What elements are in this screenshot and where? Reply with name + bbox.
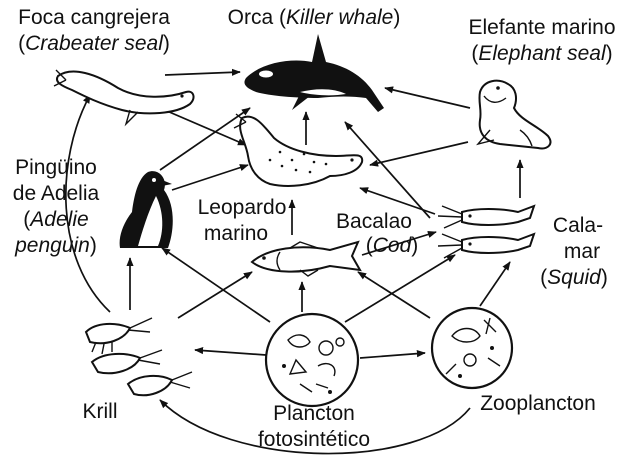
killer-whale-icon: [244, 34, 384, 112]
arrow-penguin-leopard: [172, 165, 248, 190]
elephant-seal-label-en: (Elephant seal): [471, 42, 612, 65]
arrow-crabeater-orca: [165, 72, 240, 75]
arrow-elephant-orca: [385, 88, 470, 108]
arrow-zoo-squid: [480, 262, 510, 306]
penguin-label-4: penguin): [14, 234, 97, 257]
arrow-squid-orca: [345, 122, 430, 218]
penguin-label-1: Pingüino: [15, 156, 97, 179]
arrow-penguin-orca: [160, 108, 250, 170]
squid-label-3: (Squid): [540, 266, 608, 289]
leopard-seal-icon: [234, 114, 362, 186]
arrow-elephant-leopard: [370, 142, 468, 165]
arrow-phyto-squid: [345, 255, 455, 322]
arrow-krill-cod: [178, 272, 252, 318]
phytoplankton-icon: [266, 314, 358, 406]
cod-label-2: (Cod): [366, 234, 419, 257]
adelie-penguin-icon: [120, 171, 173, 248]
orca-label: Orca (Killer whale): [228, 6, 401, 29]
elephant-seal-icon: [478, 81, 550, 149]
leopard-seal-label-1: Leopardo: [198, 196, 287, 219]
penguin-label-2: de Adelia: [13, 182, 100, 205]
squid-label-1: Cala-: [553, 214, 603, 237]
crabeater-seal-icon: [54, 70, 193, 124]
arrow-phyto-zoo: [360, 353, 425, 358]
cod-label-1: Bacalao: [336, 210, 412, 233]
arrow-zoo-cod: [358, 272, 430, 318]
zooplankton-icon: [432, 308, 512, 388]
zooplankton-label: Zooplancton: [480, 392, 596, 415]
krill-label: Krill: [83, 400, 118, 423]
crabeater-seal-label-en: (Crabeater seal): [18, 32, 170, 55]
phytoplankton-label-1: Plancton: [273, 402, 355, 425]
squid-label-2: mar: [564, 240, 600, 263]
arrow-phyto-krill: [195, 350, 266, 355]
krill-icon: [86, 318, 192, 395]
phytoplankton-label-2: fotosintético: [258, 428, 370, 451]
squid-icon: [438, 206, 534, 258]
elephant-seal-label: Elefante marino: [468, 16, 615, 39]
penguin-label-3: (Adelie: [23, 208, 88, 231]
cod-icon: [252, 242, 360, 276]
arrow-phyto-penguin: [162, 248, 270, 322]
crabeater-seal-label: Foca cangrejera: [18, 6, 170, 29]
leopard-seal-label-2: marino: [204, 222, 268, 245]
